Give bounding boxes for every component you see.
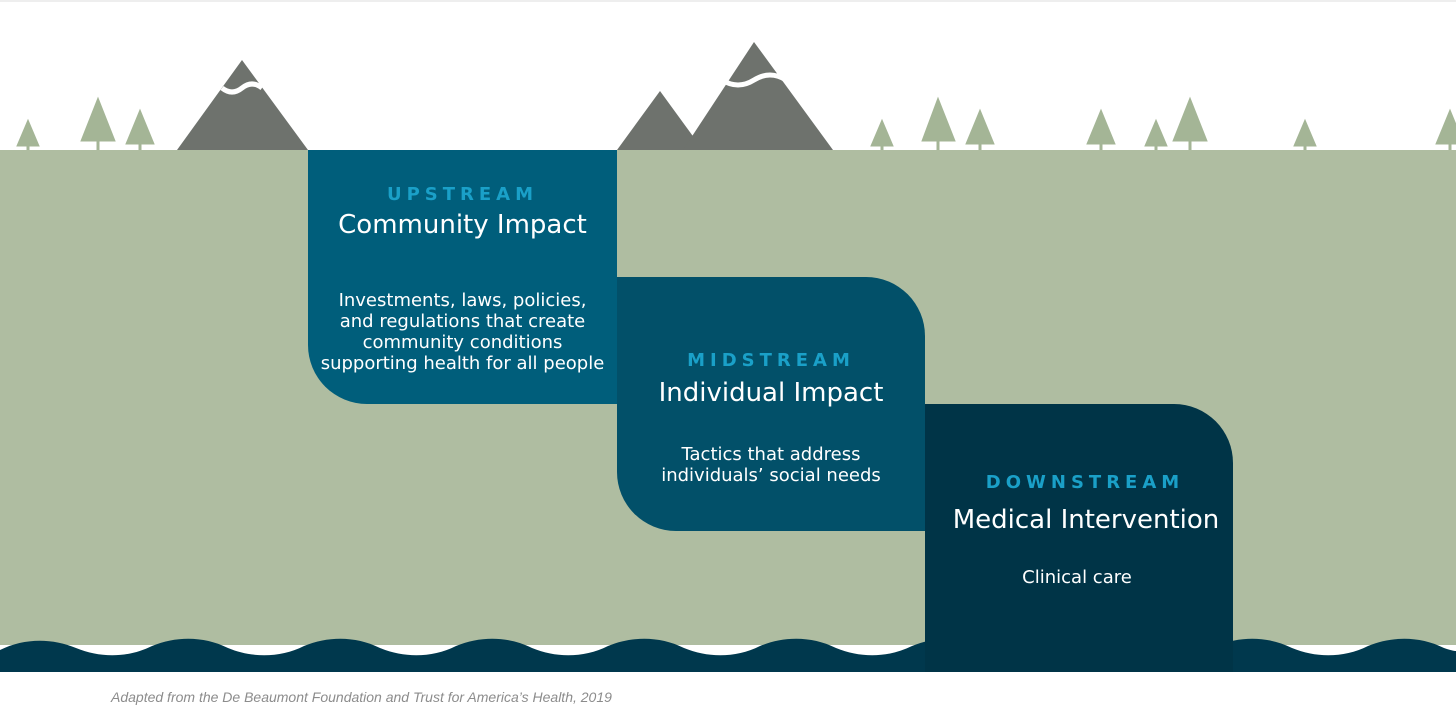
tree-icon: [125, 108, 155, 150]
tree-icon: [1293, 118, 1317, 150]
upstream-description: Investments, laws, policies, and regulat…: [308, 290, 617, 374]
upstream-block: [308, 150, 617, 404]
downstream-description-line: Clinical care: [1022, 567, 1132, 588]
midstream-title: Individual Impact: [658, 378, 884, 408]
upstream-title: Community Impact: [338, 210, 587, 240]
tree-icon: [870, 118, 894, 150]
mountain-left: [177, 60, 308, 150]
midstream-block: [617, 277, 925, 531]
tree-icon: [1435, 108, 1456, 150]
mountain-right: [683, 42, 833, 150]
tree-icon: [1144, 118, 1168, 150]
downstream-level-label: DOWNSTREAM: [985, 472, 1185, 493]
downstream-block: [925, 404, 1233, 672]
tree-icon: [965, 108, 995, 150]
downstream-description: Clinical care: [925, 567, 1229, 588]
upstream-description-line: and regulations that create: [339, 311, 586, 332]
tree-icon: [1172, 96, 1208, 150]
midstream-description-line: Tactics that address: [681, 444, 861, 465]
tree-icon: [921, 96, 956, 150]
upstream-level-label: UPSTREAM: [386, 184, 539, 205]
upstream-description-line: supporting health for all people: [320, 353, 605, 374]
upstream-description-line: community conditions: [362, 332, 563, 353]
midstream-description: Tactics that address individuals’ social…: [617, 444, 925, 486]
midstream-level-label: MIDSTREAM: [687, 350, 855, 371]
mountain-back: [617, 91, 703, 150]
upstream-description-line: Investments, laws, policies,: [338, 290, 587, 311]
tree-icon: [16, 118, 40, 150]
source-caption: Adapted from the De Beaumont Foundation …: [111, 689, 612, 705]
tree-icon: [1086, 108, 1116, 150]
downstream-title: Medical Intervention: [952, 505, 1220, 535]
tree-icon: [80, 96, 116, 150]
midstream-description-line: individuals’ social needs: [661, 465, 881, 486]
